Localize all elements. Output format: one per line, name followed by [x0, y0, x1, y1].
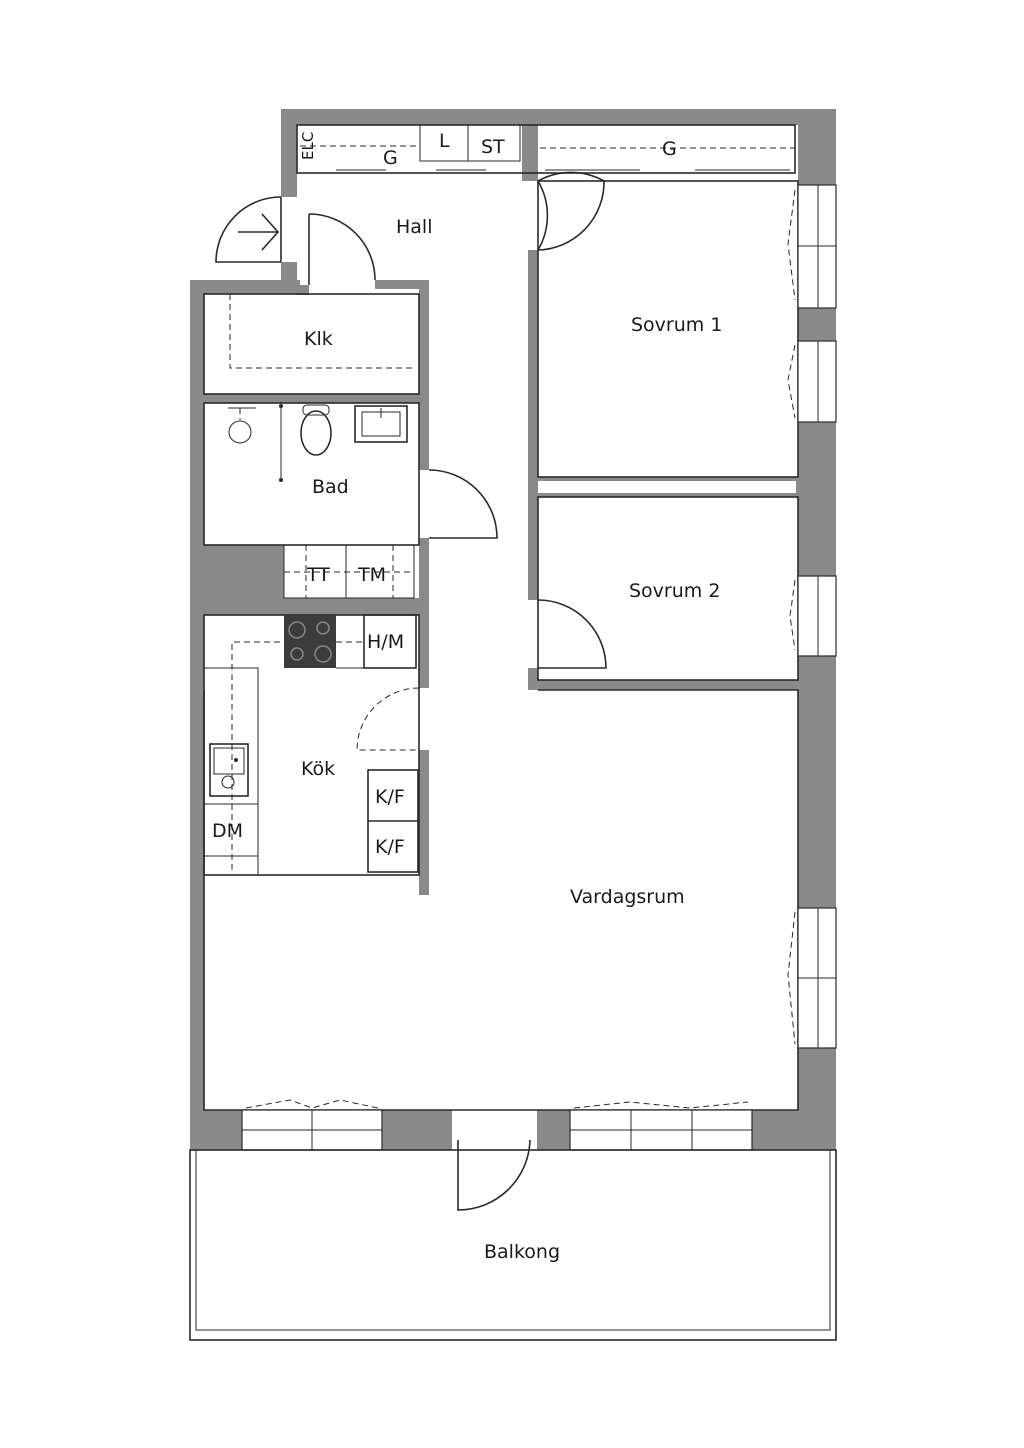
fixture-label-hm: H/M	[367, 631, 404, 653]
fixture-label-elc: ELC	[299, 132, 317, 160]
bath-fixtures	[228, 404, 415, 599]
fixture-label-tt: TT	[306, 564, 330, 586]
windows	[241, 184, 837, 1151]
room-label-klk: Klk	[304, 328, 333, 350]
doors	[215, 171, 607, 1211]
fixture-label-g-sovrum: G	[662, 138, 677, 160]
walls	[190, 109, 836, 1150]
fixture-label-g-hall: G	[383, 147, 398, 169]
room-label-sovrum2: Sovrum 2	[629, 580, 720, 602]
hall-wardrobe	[300, 124, 795, 171]
room-label-vardagsrum: Vardagsrum	[570, 886, 685, 908]
kitchen-fixtures	[203, 614, 419, 876]
fixture-label-dm: DM	[212, 820, 243, 842]
room-label-hall: Hall	[396, 216, 433, 238]
room-label-bad: Bad	[312, 476, 349, 498]
fixture-label-kf-bottom: K/F	[375, 836, 405, 858]
fixture-label-tm: TM	[357, 564, 386, 586]
fixture-label-l: L	[439, 130, 450, 152]
fixture-labels: ELC G L ST G TT TM H/M K/F K/F DM	[212, 130, 677, 858]
fixture-label-kf-top: K/F	[375, 786, 405, 808]
room-labels: Hall Klk Bad Sovrum 1 Sovrum 2 Kök Varda…	[301, 216, 722, 1263]
balcony-outline	[189, 1149, 837, 1341]
room-label-kok: Kök	[301, 758, 335, 780]
room-label-sovrum1: Sovrum 1	[631, 314, 722, 336]
fixture-label-st: ST	[481, 136, 505, 158]
klk-shelf	[229, 294, 416, 369]
room-label-balkong: Balkong	[484, 1241, 560, 1263]
